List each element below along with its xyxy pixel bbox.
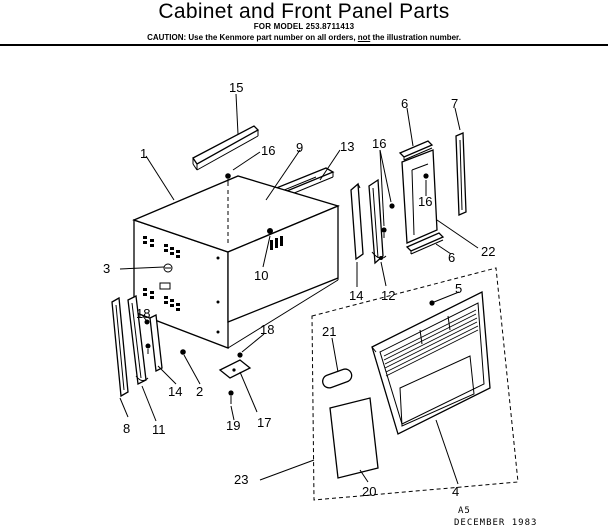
callout-16-panel: 16 bbox=[418, 194, 432, 209]
callout-5: 5 bbox=[455, 281, 462, 296]
callout-12: 12 bbox=[381, 288, 395, 303]
part-16-screws-right bbox=[381, 203, 395, 238]
callout-18-left: 18 bbox=[136, 306, 150, 321]
header-rule bbox=[0, 44, 608, 46]
part-14-side-strip bbox=[350, 182, 364, 261]
callout-9: 9 bbox=[296, 140, 303, 155]
page-title: Cabinet and Front Panel Parts bbox=[158, 0, 450, 23]
callout-20: 20 bbox=[362, 484, 376, 499]
part-6-strip-bottom bbox=[405, 232, 445, 255]
callout-16-right: 16 bbox=[372, 136, 386, 151]
callout-21: 21 bbox=[322, 324, 336, 339]
part-7-strip bbox=[455, 132, 467, 216]
leader-lines bbox=[119, 93, 479, 485]
part-2-screw bbox=[180, 349, 186, 355]
callout-10: 10 bbox=[254, 268, 268, 283]
part-17-bracket bbox=[218, 359, 252, 379]
callout-19: 19 bbox=[226, 418, 240, 433]
part-22-side-panel bbox=[401, 149, 438, 244]
part-19-screw bbox=[228, 390, 234, 404]
callout-6-top: 6 bbox=[401, 96, 408, 111]
callout-3: 3 bbox=[103, 261, 110, 276]
part-16-screw-top bbox=[225, 173, 231, 246]
part-16-panel-screw bbox=[423, 173, 429, 179]
model-line: FOR MODEL 253.8711413 bbox=[253, 22, 355, 31]
callout-23: 23 bbox=[234, 472, 248, 487]
part-14-left-strip bbox=[149, 314, 163, 372]
callout-14-left: 14 bbox=[168, 384, 182, 399]
front-panel-kit-frame bbox=[311, 267, 519, 501]
callout-11: 11 bbox=[152, 422, 166, 437]
part-10-screw bbox=[267, 228, 273, 234]
callout-14-right: 14 bbox=[349, 288, 363, 303]
part-5-screw bbox=[429, 300, 435, 306]
callout-15: 15 bbox=[229, 80, 243, 95]
callout-8: 8 bbox=[123, 421, 130, 436]
callout-22: 22 bbox=[481, 244, 495, 259]
part-15-top-rail bbox=[192, 125, 260, 171]
part-20-filter bbox=[329, 397, 379, 479]
caution-suffix: the illustration number. bbox=[372, 33, 461, 42]
part-18-screws-left bbox=[144, 319, 151, 354]
part-12-bracket bbox=[368, 178, 387, 265]
callout-numbers: 1 2 3 4 5 6 6 7 8 9 10 11 12 13 14 14 15… bbox=[103, 80, 495, 499]
part-4-front-panel bbox=[371, 290, 491, 435]
callout-18-right: 18 bbox=[260, 322, 274, 337]
footer-code: A5 bbox=[458, 506, 471, 516]
part-18-screw bbox=[237, 352, 243, 358]
caution-prefix: CAUTION: Use the Kenmore part number on … bbox=[147, 33, 356, 42]
callout-1: 1 bbox=[140, 146, 147, 161]
callout-4: 4 bbox=[452, 484, 459, 499]
caution-not: not bbox=[357, 33, 371, 42]
callout-16-top: 16 bbox=[261, 143, 275, 158]
part-6-strip-top bbox=[398, 140, 434, 161]
part-11-bracket bbox=[127, 295, 149, 385]
callout-2: 2 bbox=[196, 384, 203, 399]
part-8-strip bbox=[111, 296, 129, 398]
callout-7: 7 bbox=[451, 96, 458, 111]
callout-17: 17 bbox=[257, 415, 271, 430]
part-1-cabinet bbox=[132, 175, 340, 349]
caution-note: CAUTION: Use the Kenmore part number on … bbox=[0, 33, 608, 42]
part-21-cover bbox=[322, 368, 353, 389]
callout-6-bottom: 6 bbox=[448, 250, 455, 265]
callout-13: 13 bbox=[340, 139, 354, 154]
footer-date: DECEMBER 1983 bbox=[454, 518, 537, 528]
